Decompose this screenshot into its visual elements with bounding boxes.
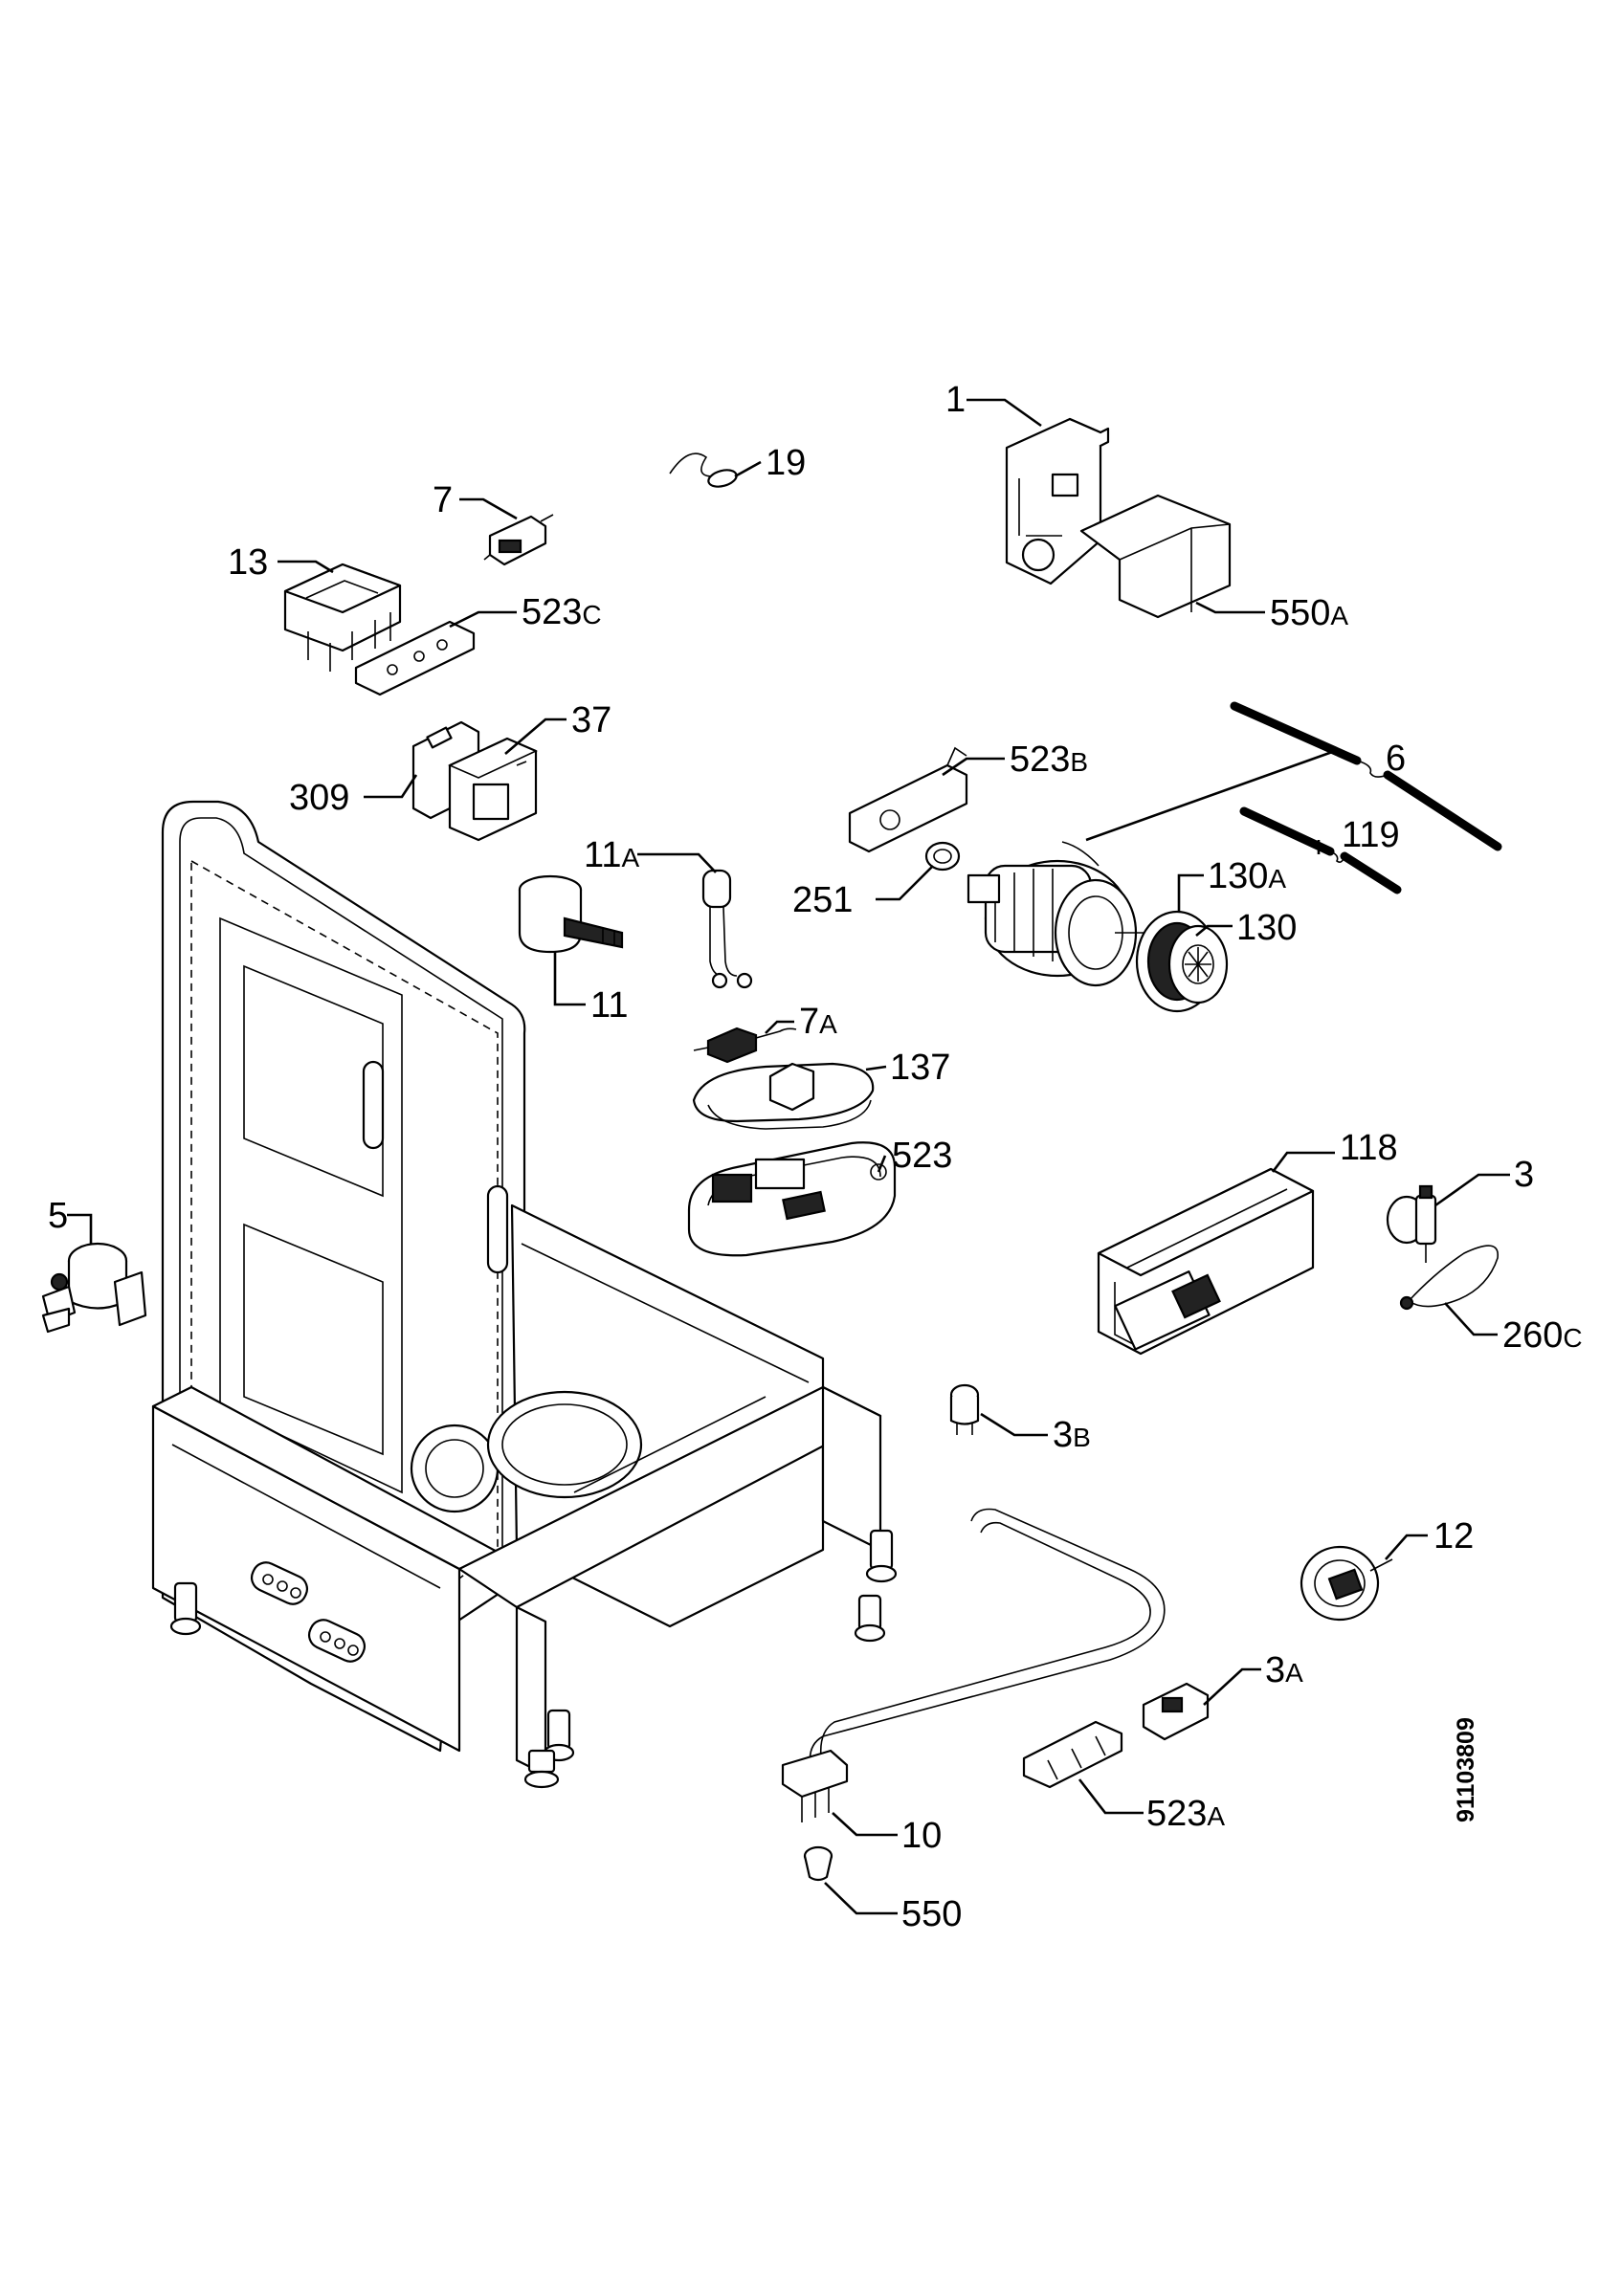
callout-119: 119: [1342, 815, 1400, 855]
callout-37: 37: [571, 700, 611, 740]
callout-1: 1: [945, 380, 966, 420]
part-523-base-cover: [687, 1141, 897, 1257]
callout-5: 5: [48, 1196, 68, 1236]
callout-550a: 550A: [1270, 593, 1348, 633]
callout-523: 523: [892, 1136, 952, 1176]
part-11a-suppressor: [701, 869, 753, 989]
callout-309: 309: [289, 778, 349, 818]
callout-3a: 3A: [1265, 1650, 1303, 1690]
callout-260c: 260C: [1502, 1315, 1583, 1356]
part-137-float: [692, 1062, 875, 1130]
part-260c-wire: [1399, 1245, 1499, 1311]
callout-labels: 1 19 7 13 523C 550A 37 309 523B 6 11A 11…: [48, 380, 1583, 1934]
part-13-switch-block: [283, 563, 402, 672]
part-6-motor-pump: [967, 841, 1148, 987]
callout-523a: 523A: [1146, 1794, 1225, 1834]
callout-19: 19: [766, 443, 806, 483]
callout-12: 12: [1433, 1516, 1474, 1556]
callout-118: 118: [1340, 1128, 1398, 1168]
part-118-dispenser: [1097, 1167, 1315, 1356]
part-3b-sensor: [949, 1383, 980, 1435]
callout-13: 13: [228, 542, 268, 583]
callout-130: 130: [1236, 908, 1297, 948]
part-3-thermostat: [1386, 1184, 1437, 1263]
callout-523b: 523B: [1010, 740, 1088, 780]
part-251-grommet: [924, 841, 961, 872]
callout-130a: 130A: [1208, 856, 1286, 896]
part-5-inlet-valve: [41, 1242, 147, 1334]
chassis-frame: [151, 800, 898, 1789]
callout-11a: 11A: [584, 835, 639, 875]
part-7a-switch: [693, 1027, 797, 1064]
part-550a-cover: [1079, 494, 1232, 619]
feet: [169, 1529, 898, 1789]
document-number: 91103809: [1453, 1717, 1479, 1822]
callout-7: 7: [433, 480, 453, 520]
part-523a-bracket: [1022, 1720, 1123, 1789]
callout-251: 251: [792, 880, 853, 920]
callout-10: 10: [901, 1816, 942, 1856]
part-10-heating-element: [781, 1508, 1166, 1822]
callout-523c: 523C: [522, 592, 602, 632]
part-130-pump-head: [1135, 910, 1229, 1013]
part-37-relay: [448, 737, 538, 842]
callout-3b: 3B: [1053, 1415, 1091, 1455]
callout-3: 3: [1514, 1155, 1534, 1195]
callout-7a: 7A: [799, 1002, 837, 1042]
callout-550: 550: [901, 1894, 962, 1934]
group-brackets: [1230, 701, 1502, 894]
part-7-switch: [483, 514, 554, 566]
leader-lines: [67, 398, 1510, 1915]
part-523b-bracket: [848, 746, 968, 853]
part-11-capacitor: [518, 874, 624, 954]
part-19-wire: [669, 453, 738, 488]
part-3a-thermostat: [1142, 1682, 1210, 1741]
part-1-timer: [1005, 417, 1110, 585]
callout-6: 6: [1386, 739, 1406, 779]
callout-11: 11: [590, 985, 628, 1026]
callout-137: 137: [890, 1048, 950, 1088]
part-523c-bracket: [354, 620, 476, 696]
part-550-nut: [803, 1845, 833, 1882]
part-12-pressure-switch: [1300, 1545, 1393, 1622]
